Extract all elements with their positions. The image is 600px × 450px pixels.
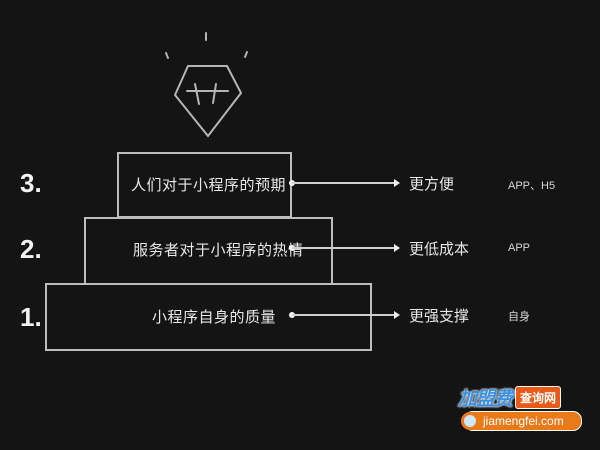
level-2-number: 2.	[20, 234, 42, 264]
level-3-outcome: 更方便	[409, 175, 455, 193]
level-2-label: 服务者对于小程序的热情	[133, 241, 304, 259]
watermark-tag: 查询网	[515, 385, 562, 409]
level-2-outcome: 更低成本	[409, 240, 470, 258]
level-1-platform: 自身	[508, 310, 530, 323]
level-3-platform: APP、H5	[508, 180, 556, 192]
level-3-arrowhead-icon	[394, 179, 400, 187]
watermark-brand: 加盟费	[458, 387, 513, 410]
level-1-label: 小程序自身的质量	[152, 308, 277, 326]
level-2-arrow-line	[292, 247, 394, 249]
level-2-arrowhead-icon	[394, 244, 400, 252]
level-1-arrowhead-icon	[394, 311, 400, 319]
level-1-outcome: 更强支撑	[409, 307, 470, 325]
watermark-url: jiamengfei.com	[483, 414, 564, 428]
level-3-label: 人们对于小程序的预期	[131, 176, 287, 194]
level-1-box	[45, 283, 372, 351]
level-2-platform: APP	[508, 242, 531, 254]
watermark-logo: 加盟费 查询网 jiamengfei.com	[458, 385, 586, 437]
level-3-arrow-line	[292, 182, 394, 184]
magnifier-icon	[461, 412, 479, 430]
level-1-arrow-line	[292, 314, 394, 316]
level-3-number: 3.	[20, 168, 42, 198]
level-1-number: 1.	[20, 302, 42, 332]
